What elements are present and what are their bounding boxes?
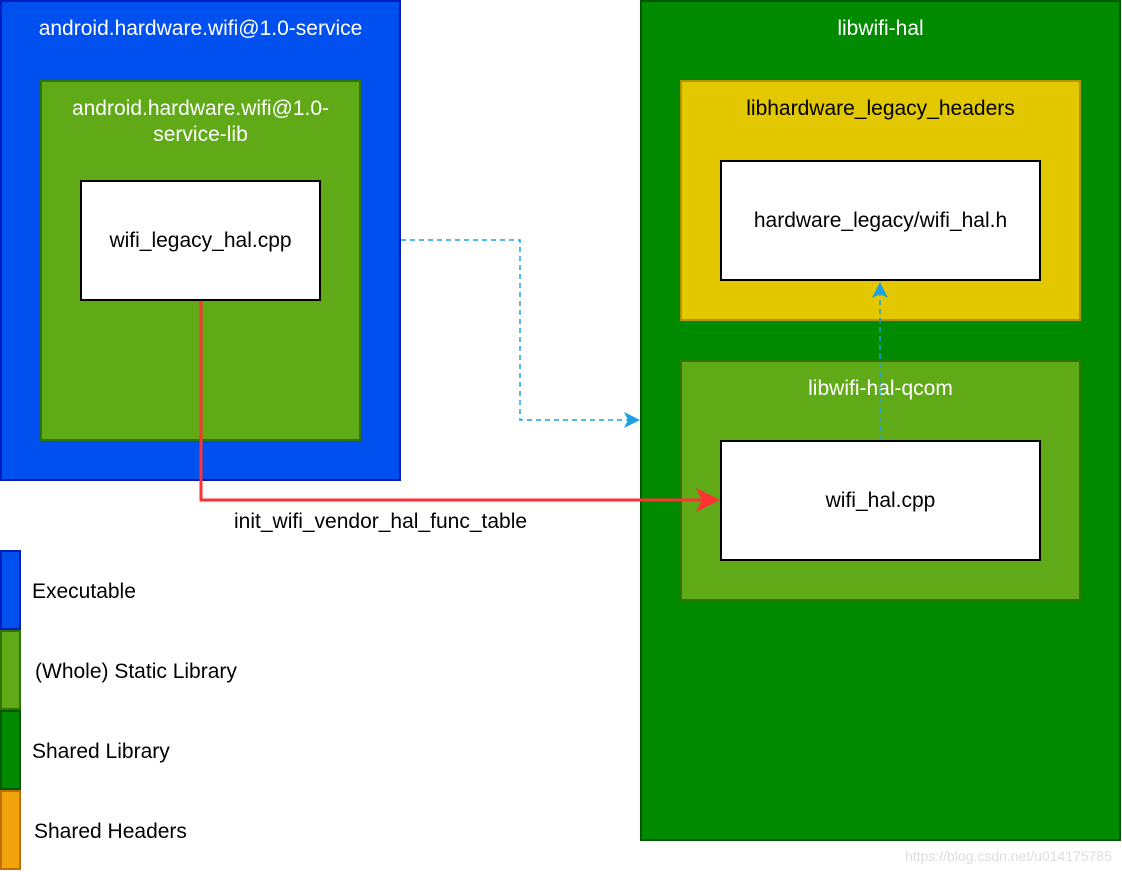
headers-title: libhardware_legacy_headers [746,97,1015,120]
shared-lib-title: libwifi-hal [837,17,924,40]
legend-swatch-headers [0,790,21,870]
legend-swatch-shared [0,710,21,790]
wifi-legacy-hal-file: wifi_legacy_hal.cpp [80,180,321,301]
static-lib-title: android.hardware.wifi@1.0-service-lib [71,97,330,146]
watermark: https://blog.csdn.net/u014175785 [904,848,1112,864]
legend-label: Shared Library [32,740,170,763]
legend-label: Executable [32,580,136,603]
arrowhead-icon [624,412,640,428]
arrowhead-icon [696,488,720,512]
legend-swatch-static [0,630,21,710]
dependency-arrow-exec-to-shared [401,239,630,421]
call-arrow [199,301,708,502]
executable-title: android.hardware.wifi@1.0-service [38,17,363,40]
legend-label: (Whole) Static Library [35,660,237,683]
wifi-hal-cpp-file: wifi_hal.cpp [720,440,1041,561]
legend-swatch-executable [0,550,21,630]
edge-label: init_wifi_vendor_hal_func_table [234,510,528,533]
qcom-title: libwifi-hal-qcom [808,377,953,400]
legend-label: Shared Headers [34,820,187,843]
wifi-hal-header-file: hardware_legacy/wifi_hal.h [720,160,1041,281]
arrowhead-icon [872,282,888,298]
